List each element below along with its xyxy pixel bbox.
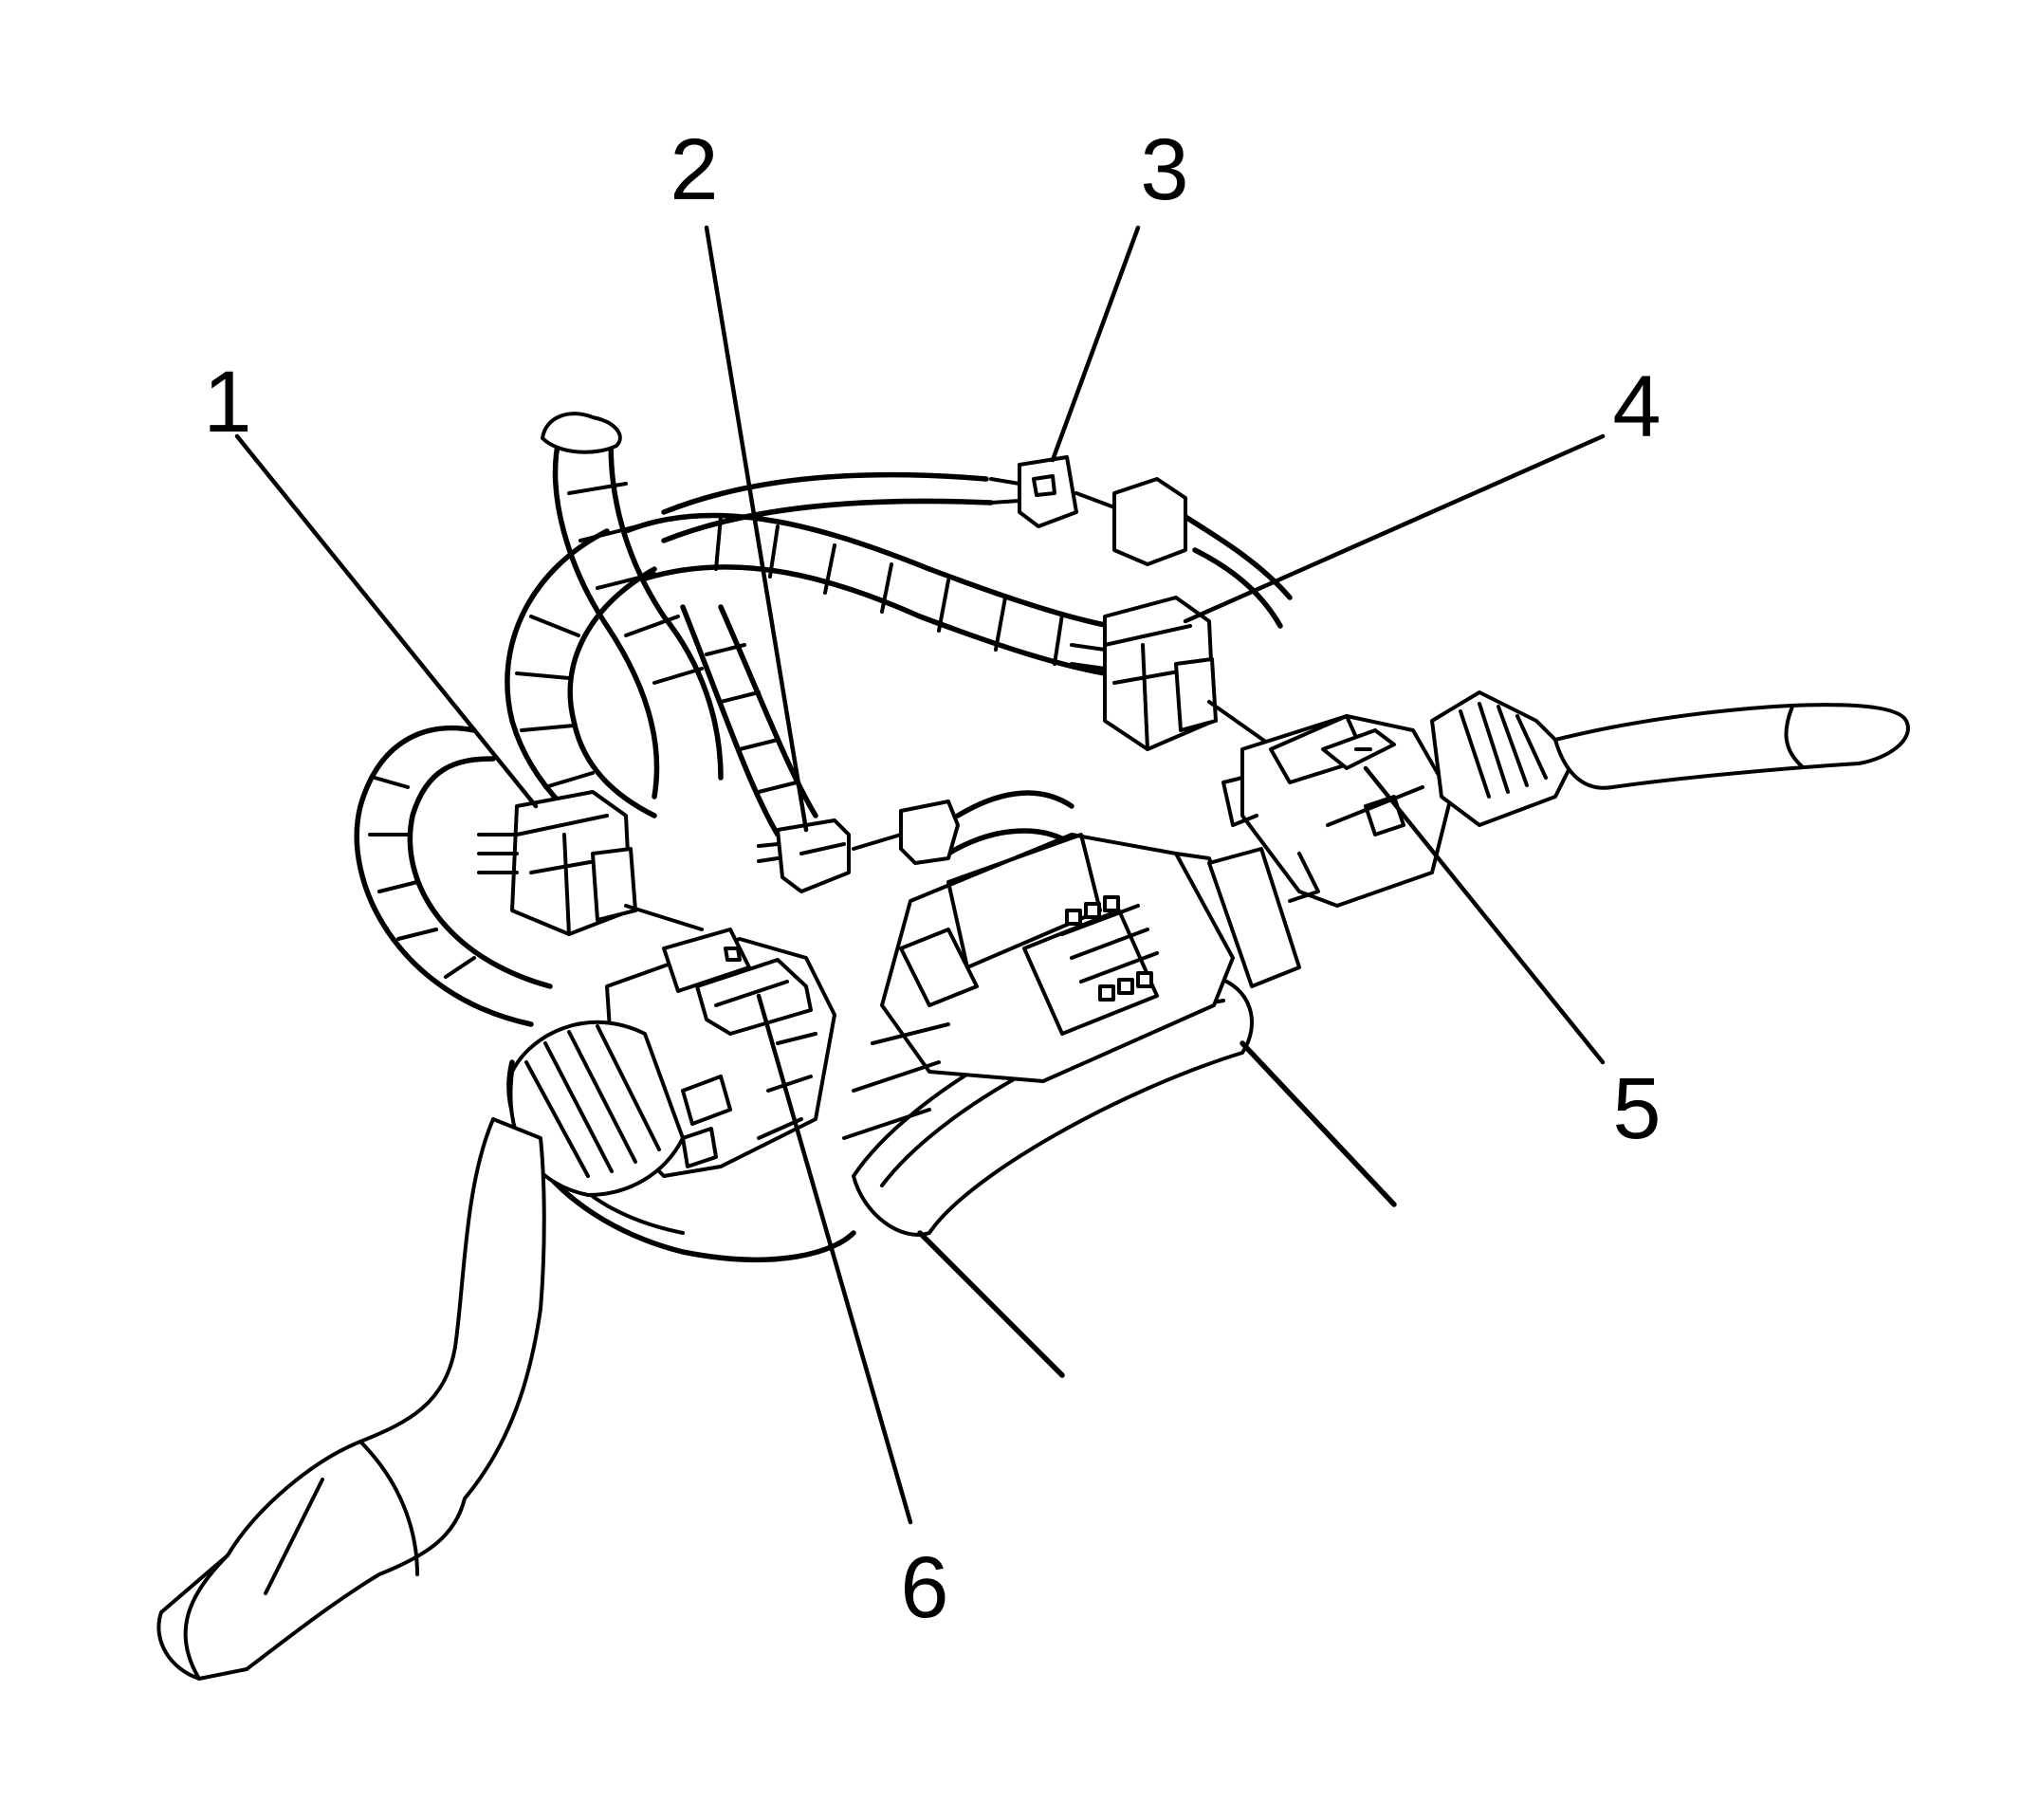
leader-3 [1050,225,1141,463]
connector-4 [1070,596,1292,761]
leader-5 [1363,765,1606,1065]
connector-1 [477,790,704,936]
callout-4: 4 [1612,358,1661,455]
connector-2 [757,800,960,893]
callout-6: 6 [900,1539,948,1636]
callout-3: 3 [1140,121,1188,218]
callout-labels: 1 2 3 4 5 6 [203,121,1661,1636]
callout-1: 1 [203,354,251,450]
callout-5: 5 [1612,1060,1661,1157]
connector-6 [156,928,836,1681]
connector-5 [1221,690,1910,908]
leader-6 [756,993,913,1525]
callout-2: 2 [670,121,718,218]
leader-2 [704,225,809,833]
leader-1 [234,433,539,809]
connector-3 [989,455,1187,566]
multifunction-switch-housing [842,833,1397,1378]
wiring-harness [354,412,1293,1263]
leader-4 [1183,433,1606,624]
leader-lines [234,225,1606,1525]
